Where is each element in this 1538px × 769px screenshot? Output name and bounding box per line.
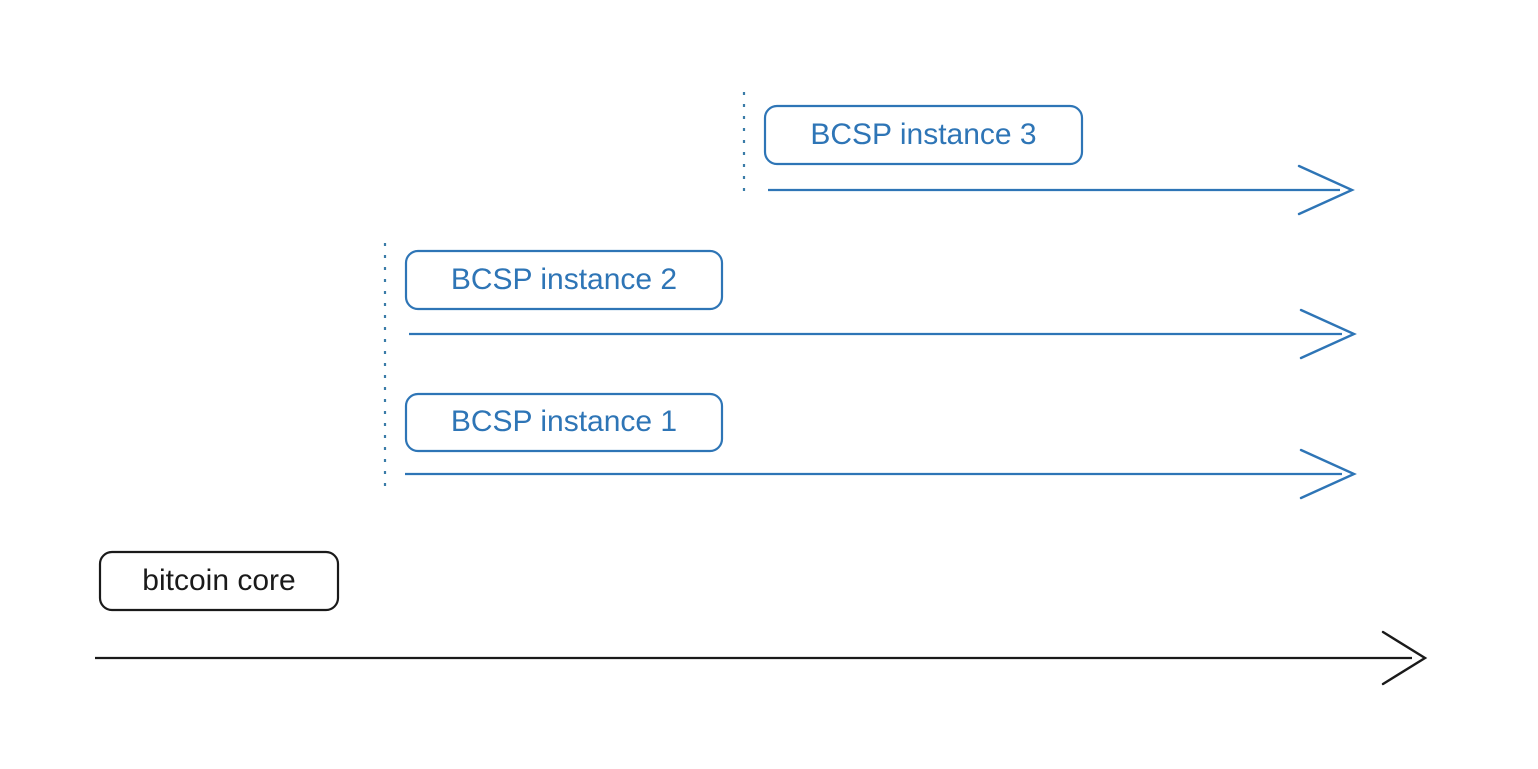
lane-bcsp-instance-1: BCSP instance 1 bbox=[404, 392, 1357, 500]
timeline-arrowhead-bcsp-instance-2 bbox=[1299, 308, 1357, 360]
node-label-bitcoin-core: bitcoin core bbox=[142, 564, 295, 597]
node-box-bcsp-instance-2[interactable] bbox=[404, 249, 724, 311]
lane-bitcoin-core: bitcoin core bbox=[95, 550, 1428, 686]
lane-bcsp-instance-2: BCSP instance 2 bbox=[383, 243, 1357, 492]
timeline-arrowhead-bitcoin-core bbox=[1381, 630, 1428, 686]
node-label-bcsp-instance-1: BCSP instance 1 bbox=[451, 405, 677, 438]
node-label-bcsp-instance-3: BCSP instance 3 bbox=[810, 118, 1036, 151]
timeline-arrowhead-bcsp-instance-1 bbox=[1299, 448, 1357, 500]
timeline-arrowhead-bcsp-instance-3 bbox=[1297, 164, 1355, 216]
node-box-bcsp-instance-3[interactable] bbox=[763, 104, 1084, 166]
node-label-bcsp-instance-2: BCSP instance 2 bbox=[451, 263, 677, 296]
node-box-bitcoin-core[interactable] bbox=[98, 550, 340, 612]
lane-bcsp-instance-3: BCSP instance 3 bbox=[742, 92, 1355, 216]
node-box-bcsp-instance-1[interactable] bbox=[404, 392, 724, 453]
